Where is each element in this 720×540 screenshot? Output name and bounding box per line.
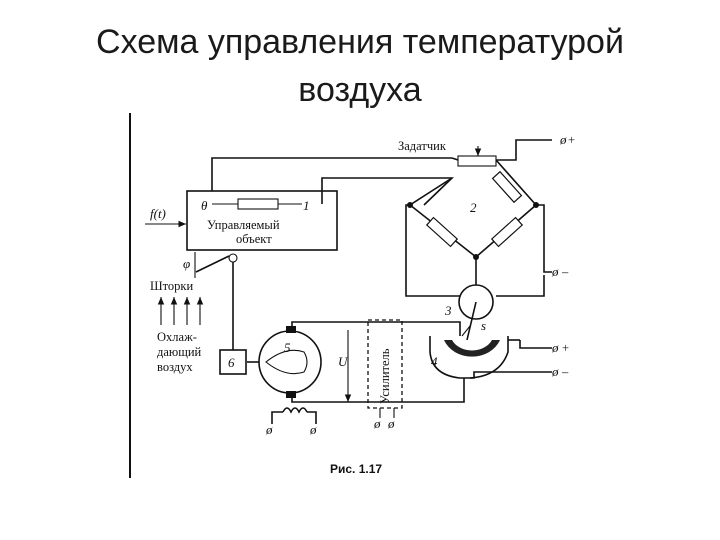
label-4: 4 <box>431 354 438 369</box>
label-1: 1 <box>303 198 310 213</box>
title-line-1: Схема управления температурой <box>96 23 624 61</box>
plus-top-label: + <box>568 133 575 147</box>
temperature-sensor-1 <box>237 198 279 210</box>
theta-label: θ <box>201 198 208 213</box>
cooling-label-1: Охлаж- <box>157 330 197 344</box>
title-line-2: воздуха <box>298 71 422 109</box>
bridge-right-wire <box>496 275 545 297</box>
shutters-label: Шторки <box>150 279 193 293</box>
bridge-to-minus <box>536 204 552 273</box>
sensor-wire-right <box>321 177 454 206</box>
label-6: 6 <box>228 355 235 370</box>
u-label: U <box>338 354 349 369</box>
field-coil <box>282 407 308 414</box>
amplifier-box <box>367 319 403 409</box>
rheostat-to-minus <box>470 371 552 379</box>
terminal-plus-right: ø <box>551 340 559 355</box>
minus-top-label: – <box>561 265 569 279</box>
object-label-line1: Управляемый <box>207 218 280 232</box>
object-label-line2: объект <box>236 232 272 246</box>
figure-caption: Рис. 1.17 <box>330 462 382 476</box>
sensor-wire-top <box>211 157 452 191</box>
rheostat-4 <box>429 325 520 379</box>
shutter-damper <box>195 255 230 273</box>
label-2: 2 <box>470 200 477 215</box>
rheostat-to-plus <box>519 340 552 349</box>
amp-terminal-2: ø <box>387 416 395 431</box>
coil-terminal-2: ø <box>309 422 317 437</box>
s-label: s <box>481 318 486 333</box>
galvanometer-3 <box>458 284 494 320</box>
setter-label: Задатчик <box>398 139 447 153</box>
setter-resistor <box>457 155 497 167</box>
controlled-object-box <box>186 190 338 251</box>
amp-terminal-1: ø <box>373 416 381 431</box>
terminal-plus-top: ø <box>559 132 567 147</box>
terminal-minus-right: ø <box>551 364 559 379</box>
terminal-minus-top: ø <box>551 264 559 279</box>
minus-right-label: – <box>561 365 569 379</box>
bridge-left-wire <box>405 204 460 297</box>
setter-to-plus <box>496 139 552 161</box>
disturbance-label: f(t) <box>150 206 166 221</box>
cooling-label-2: дающий <box>157 345 202 359</box>
label-5: 5 <box>284 340 291 355</box>
label-3: 3 <box>444 303 452 318</box>
coil-terminal-1: ø <box>265 422 273 437</box>
cooling-label-3: воздух <box>157 360 193 374</box>
slide-title: Схема управления температурой воздуха <box>0 18 720 114</box>
amp-top-wire <box>291 321 461 336</box>
motor-armature <box>265 349 308 375</box>
phi-label: φ <box>183 256 190 271</box>
plus-right-label: + <box>562 341 569 355</box>
amplifier-label: Усилитель <box>378 348 392 404</box>
